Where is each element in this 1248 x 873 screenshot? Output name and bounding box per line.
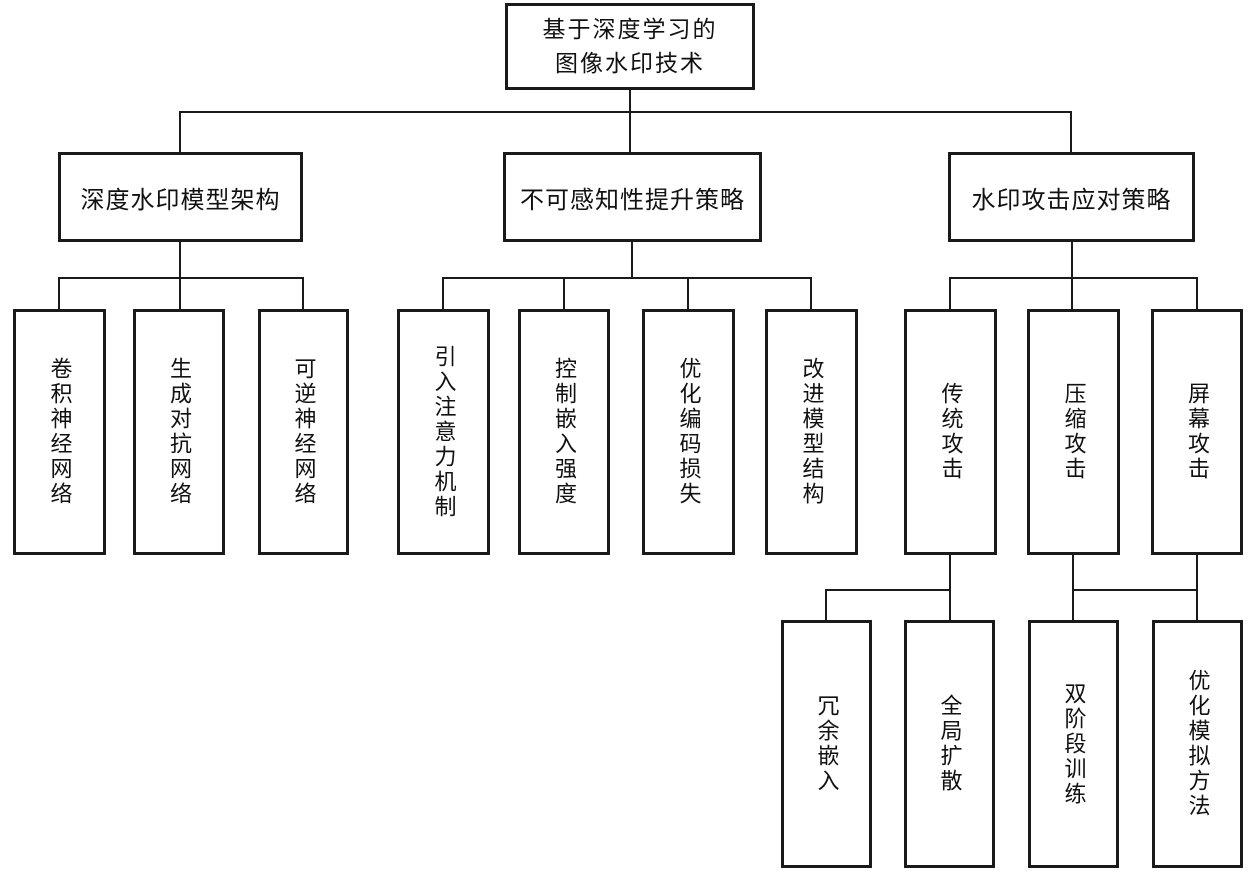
- connector-mid-stem: [631, 240, 633, 278]
- node-embedding-strength-label: 控制嵌入强度: [552, 357, 577, 507]
- node-traditional-attack-label: 传统攻击: [938, 382, 964, 482]
- node-optimized-simulation-method-label: 优化模拟方法: [1185, 669, 1211, 819]
- node-screen-attack: 屏幕攻击: [1151, 309, 1243, 555]
- connector-right-rail: [949, 277, 1198, 279]
- connector-drop-structure: [810, 277, 812, 309]
- node-cnn-label: 卷积神经网络: [47, 357, 73, 507]
- node-root: 基于深度学习的 图像水印技术: [505, 3, 755, 90]
- connector-traditional-rail: [825, 589, 951, 591]
- connector-drop-cnn: [58, 277, 60, 309]
- node-two-stage-training: 双阶段训练: [1028, 620, 1119, 868]
- node-model-architecture: 深度水印模型架构: [58, 152, 303, 242]
- connector-drop-screen: [1196, 277, 1198, 309]
- connector-drop-strength: [563, 277, 565, 309]
- connector-drop-branch-left: [179, 111, 181, 152]
- connector-drop-traditional: [949, 277, 951, 309]
- node-attention-mechanism-label: 引入注意力机制: [431, 344, 457, 520]
- node-imperceptibility-label: 不可感知性提升策略: [520, 187, 745, 214]
- node-gan-label: 生成对抗网络: [167, 357, 192, 507]
- connector-left-rail: [58, 277, 304, 279]
- node-attention-mechanism: 引入注意力机制: [397, 309, 490, 555]
- connector-drop-inn: [302, 277, 304, 309]
- connector-crossbar: [1072, 589, 1198, 591]
- node-inn: 可逆神经网络: [258, 309, 349, 555]
- connector-drop-branch-right: [1070, 111, 1072, 152]
- node-root-line1: 基于深度学习的: [542, 16, 718, 42]
- connector-root-stem: [629, 88, 631, 152]
- node-optimized-simulation-method: 优化模拟方法: [1152, 620, 1243, 868]
- connector-top-rail: [179, 111, 1072, 113]
- node-coding-loss-label: 优化编码损失: [676, 357, 702, 507]
- node-model-architecture-label: 深度水印模型架构: [80, 187, 281, 214]
- node-coding-loss: 优化编码损失: [642, 309, 735, 555]
- node-attack-response: 水印攻击应对策略: [948, 152, 1195, 242]
- node-attack-response-label: 水印攻击应对策略: [971, 187, 1172, 214]
- node-gan: 生成对抗网络: [133, 309, 225, 555]
- node-global-diffusion: 全局扩散: [904, 620, 995, 868]
- connector-mid-rail: [442, 277, 812, 279]
- connector-screen-stem: [1196, 553, 1198, 620]
- connector-traditional-stem: [949, 553, 951, 620]
- node-global-diffusion-label: 全局扩散: [937, 694, 963, 794]
- node-inn-label: 可逆神经网络: [291, 357, 317, 507]
- connector-drop-loss: [687, 277, 689, 309]
- node-two-stage-training-label: 双阶段训练: [1061, 681, 1087, 807]
- connector-compression-stem: [1072, 553, 1074, 620]
- node-redundant-embedding: 冗余嵌入: [781, 620, 872, 868]
- node-model-structure: 改进模型结构: [765, 309, 858, 555]
- node-imperceptibility: 不可感知性提升策略: [503, 152, 762, 242]
- node-model-structure-label: 改进模型结构: [799, 357, 825, 507]
- node-redundant-embedding-label: 冗余嵌入: [814, 694, 840, 794]
- connector-right-stem: [1071, 240, 1073, 309]
- connector-left-stem: [179, 240, 181, 309]
- node-root-line2: 图像水印技术: [555, 50, 705, 76]
- node-screen-attack-label: 屏幕攻击: [1185, 382, 1210, 482]
- node-cnn: 卷积神经网络: [13, 309, 106, 555]
- node-traditional-attack: 传统攻击: [904, 309, 997, 555]
- node-embedding-strength: 控制嵌入强度: [518, 309, 610, 555]
- connector-drop-attention: [442, 277, 444, 309]
- connector-drop-redundant: [825, 589, 827, 620]
- node-compression-attack-label: 压缩攻击: [1061, 382, 1087, 482]
- node-compression-attack: 压缩攻击: [1027, 309, 1120, 555]
